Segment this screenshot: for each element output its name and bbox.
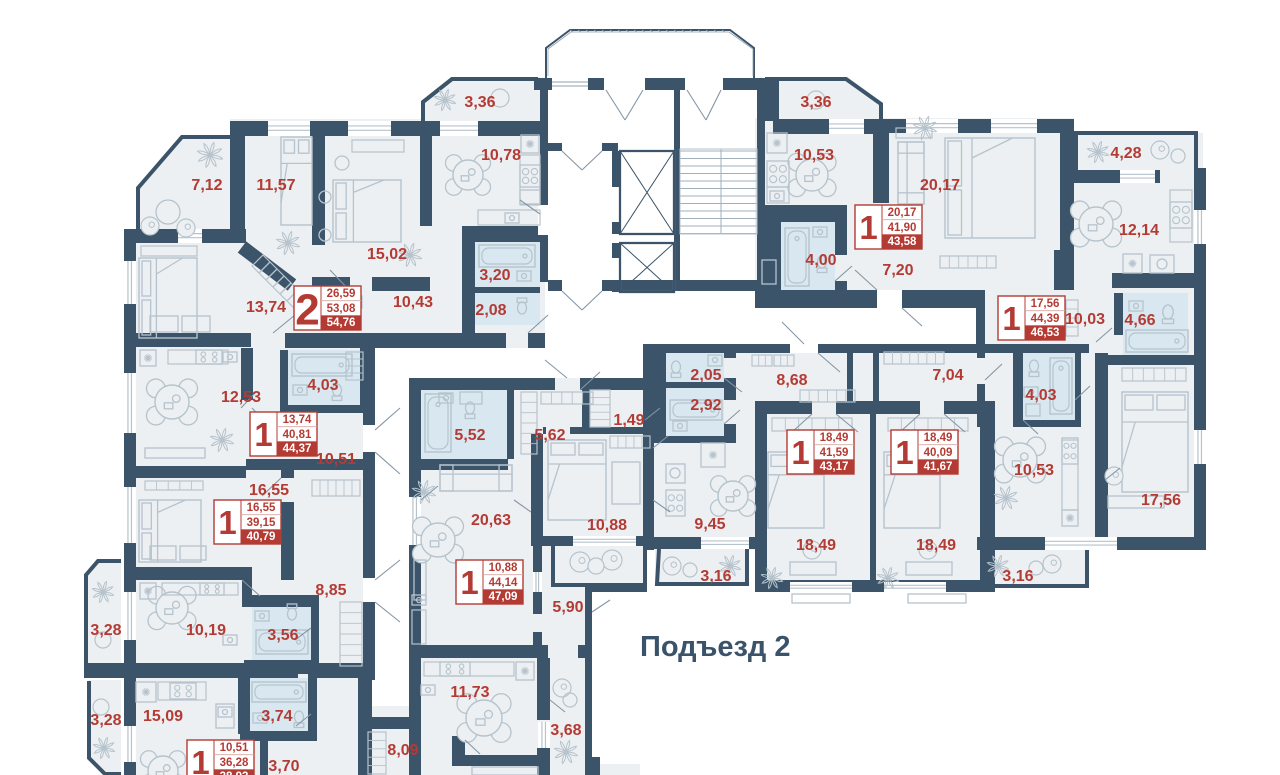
svg-text:44,14: 44,14	[489, 577, 518, 589]
svg-text:54,76: 54,76	[327, 317, 356, 329]
svg-text:43,17: 43,17	[820, 461, 849, 473]
svg-text:3,16: 3,16	[700, 568, 731, 585]
svg-text:15,02: 15,02	[367, 246, 407, 263]
svg-text:18,49: 18,49	[916, 537, 956, 554]
svg-text:41,90: 41,90	[888, 222, 917, 234]
svg-text:3,36: 3,36	[464, 94, 495, 111]
svg-text:12,53: 12,53	[221, 389, 261, 406]
svg-text:11,73: 11,73	[450, 684, 489, 701]
svg-text:✺: ✺	[525, 139, 534, 151]
svg-text:40,79: 40,79	[247, 531, 276, 543]
svg-text:1: 1	[895, 434, 913, 471]
svg-text:✺: ✺	[1128, 259, 1137, 271]
svg-text:15,09: 15,09	[143, 708, 183, 725]
svg-text:41,67: 41,67	[924, 461, 953, 473]
svg-text:26,59: 26,59	[327, 288, 356, 300]
svg-text:4,03: 4,03	[1025, 387, 1056, 404]
svg-text:44,37: 44,37	[283, 443, 312, 455]
svg-text:1: 1	[859, 209, 877, 246]
svg-text:9,45: 9,45	[694, 516, 725, 533]
svg-text:17,56: 17,56	[1031, 298, 1060, 310]
svg-text:13,74: 13,74	[246, 299, 286, 316]
svg-text:2,08: 2,08	[475, 302, 506, 319]
svg-text:10,53: 10,53	[794, 147, 834, 164]
svg-text:3,20: 3,20	[479, 267, 510, 284]
svg-text:10,51: 10,51	[316, 451, 356, 468]
svg-text:20,17: 20,17	[888, 207, 917, 219]
svg-text:4,66: 4,66	[1124, 312, 1155, 329]
svg-text:3,68: 3,68	[550, 722, 581, 739]
svg-text:1: 1	[791, 434, 809, 471]
svg-text:53,08: 53,08	[327, 303, 356, 315]
svg-text:7,12: 7,12	[191, 177, 222, 194]
svg-text:13,74: 13,74	[283, 414, 312, 426]
svg-text:✺: ✺	[1065, 513, 1074, 525]
svg-text:4,03: 4,03	[307, 377, 338, 394]
svg-text:10,78: 10,78	[481, 147, 521, 164]
svg-text:12,14: 12,14	[1119, 222, 1159, 239]
svg-text:✺: ✺	[141, 687, 150, 699]
svg-text:20,63: 20,63	[471, 512, 511, 529]
svg-text:3,56: 3,56	[267, 627, 298, 644]
svg-text:8,85: 8,85	[315, 582, 346, 599]
svg-text:10,51: 10,51	[220, 742, 249, 754]
svg-text:4,28: 4,28	[1110, 145, 1141, 162]
svg-text:10,88: 10,88	[489, 562, 518, 574]
svg-text:17,56: 17,56	[1141, 492, 1181, 509]
svg-text:43,58: 43,58	[888, 236, 917, 248]
svg-text:20,17: 20,17	[920, 177, 960, 194]
svg-text:18,49: 18,49	[796, 537, 836, 554]
svg-text:1,49: 1,49	[613, 412, 644, 429]
svg-text:5,52: 5,52	[454, 427, 485, 444]
svg-text:3,74: 3,74	[261, 708, 292, 725]
svg-text:18,49: 18,49	[924, 432, 953, 444]
svg-text:41,59: 41,59	[820, 447, 849, 459]
svg-text:1: 1	[254, 416, 272, 453]
svg-text:46,53: 46,53	[1031, 327, 1060, 339]
svg-text:✺: ✺	[772, 138, 781, 150]
svg-text:38,93: 38,93	[220, 771, 249, 775]
svg-text:40,81: 40,81	[283, 429, 312, 441]
svg-text:Подъезд 2: Подъезд 2	[640, 631, 790, 663]
svg-text:8,09: 8,09	[387, 742, 418, 759]
svg-text:2: 2	[295, 285, 319, 334]
svg-text:44,39: 44,39	[1031, 313, 1060, 325]
svg-text:1: 1	[191, 744, 209, 775]
svg-text:1: 1	[218, 504, 236, 541]
svg-text:10,19: 10,19	[186, 622, 226, 639]
svg-text:10,03: 10,03	[1065, 311, 1105, 328]
svg-text:39,15: 39,15	[247, 517, 276, 529]
svg-text:✺: ✺	[143, 586, 152, 598]
svg-text:1: 1	[460, 564, 478, 601]
svg-text:11,57: 11,57	[256, 177, 295, 194]
svg-text:3,36: 3,36	[800, 94, 831, 111]
svg-text:8,68: 8,68	[776, 372, 807, 389]
svg-text:7,04: 7,04	[932, 367, 963, 384]
svg-text:✺: ✺	[708, 450, 717, 462]
svg-text:2,92: 2,92	[690, 397, 721, 414]
svg-text:3,70: 3,70	[268, 758, 299, 775]
svg-text:40,09: 40,09	[924, 447, 953, 459]
svg-text:2,05: 2,05	[690, 367, 721, 384]
svg-text:✺: ✺	[520, 666, 529, 678]
svg-text:47,09: 47,09	[489, 591, 518, 603]
svg-text:5,62: 5,62	[534, 427, 565, 444]
svg-text:3,28: 3,28	[90, 712, 121, 729]
svg-text:10,43: 10,43	[393, 294, 433, 311]
svg-text:✺: ✺	[143, 353, 152, 365]
svg-text:4,00: 4,00	[805, 252, 836, 269]
svg-text:16,55: 16,55	[247, 502, 276, 514]
svg-text:1: 1	[1002, 300, 1020, 337]
svg-text:10,53: 10,53	[1014, 462, 1054, 479]
svg-text:7,20: 7,20	[882, 262, 913, 279]
svg-text:3,28: 3,28	[90, 622, 121, 639]
svg-text:16,55: 16,55	[249, 482, 289, 499]
svg-text:3,16: 3,16	[1002, 568, 1033, 585]
svg-text:18,49: 18,49	[820, 432, 849, 444]
svg-text:5,90: 5,90	[552, 599, 583, 616]
svg-text:10,88: 10,88	[587, 517, 627, 534]
svg-text:36,28: 36,28	[220, 757, 249, 769]
